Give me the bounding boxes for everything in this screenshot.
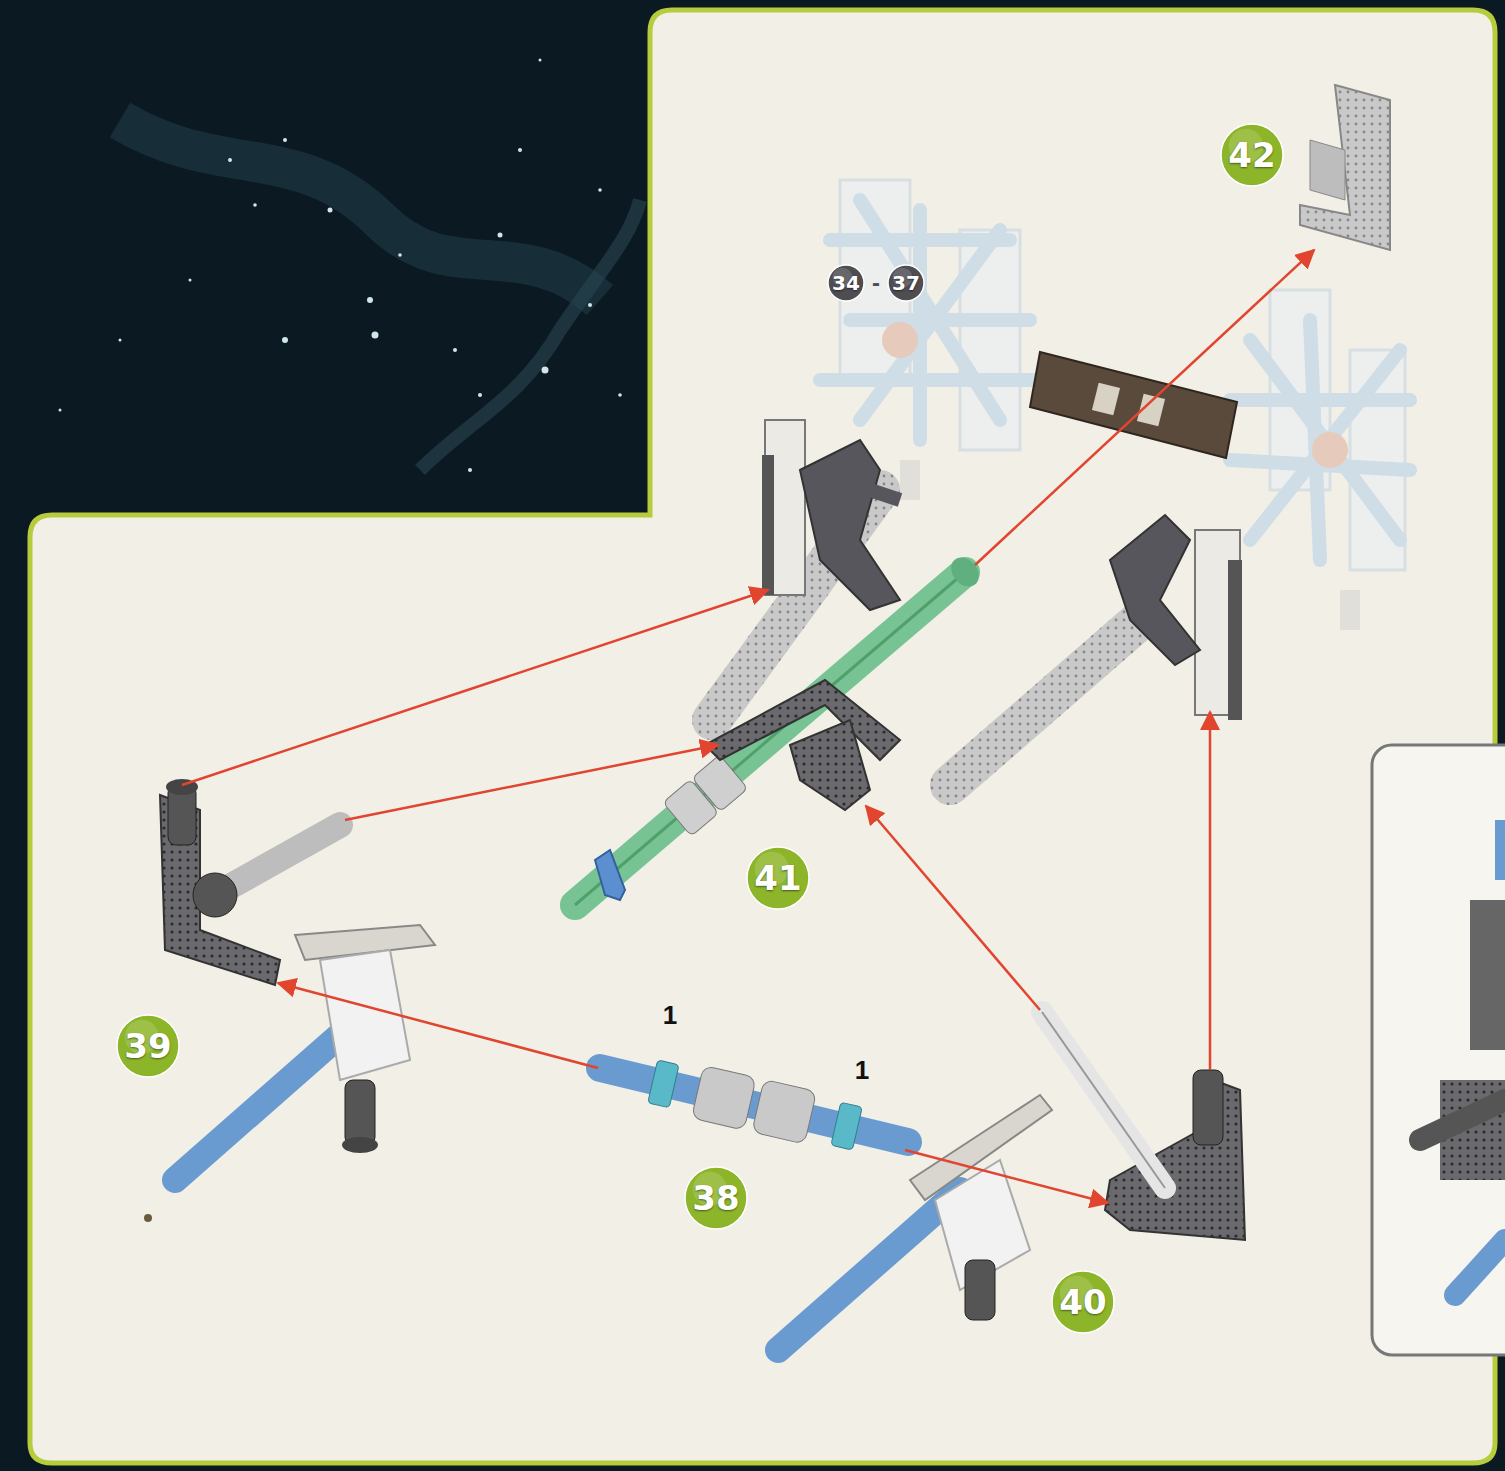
range-dash: - [872, 269, 880, 297]
step-number-text: 38 [685, 1167, 747, 1229]
step-circle-fill [685, 1167, 747, 1229]
step-circle-fill [888, 265, 924, 301]
step-number-text: 40 [1052, 1271, 1114, 1333]
inset-preview [1420, 820, 1505, 1295]
inset-panel [1372, 745, 1505, 1355]
brown-bar [1030, 352, 1237, 458]
step-number: 34 [828, 265, 864, 301]
step-number: 39 [117, 1015, 179, 1077]
step-number: 40 [1052, 1271, 1114, 1333]
step-number: 37 [888, 265, 924, 301]
step-number-text: 42 [1221, 124, 1283, 186]
step-number-text: 41 [747, 847, 809, 909]
step-circle-fill [1052, 1271, 1114, 1333]
corner-bracket [1300, 85, 1390, 250]
rod-assembly [778, 1012, 1245, 1350]
rod-assembly [175, 925, 435, 1180]
step-number: 38 [685, 1167, 747, 1229]
speck [144, 1214, 152, 1222]
assembly-arrow [182, 250, 1314, 1203]
step-circle-fill [828, 265, 864, 301]
quantity-number: 1 [663, 1000, 677, 1031]
step-number: 41 [747, 847, 809, 909]
step-number-text: 37 [888, 265, 924, 301]
step-circle-fill [1221, 124, 1283, 186]
step-number: 42 [1221, 124, 1283, 186]
step-number-text: 39 [117, 1015, 179, 1077]
step-circle-fill [747, 847, 809, 909]
quantity-number: 1 [855, 1055, 869, 1086]
step-number-text: 34 [828, 265, 864, 301]
axle-with-spacers [600, 1055, 908, 1155]
step-circle-fill [117, 1015, 179, 1077]
instruction-panel [30, 10, 1495, 1463]
